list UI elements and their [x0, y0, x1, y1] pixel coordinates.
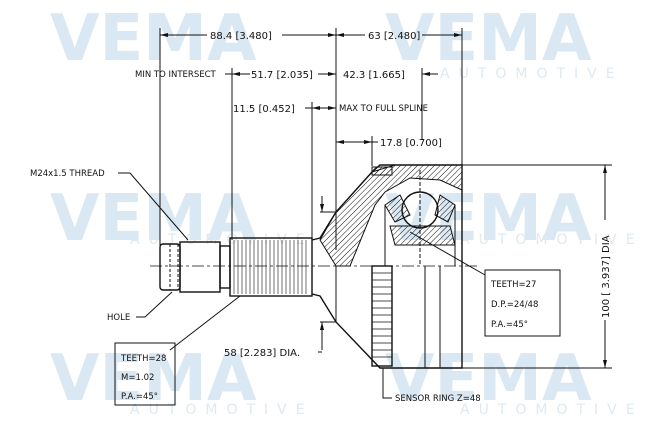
dim-bell-offset: 17.8 [0.700]: [380, 138, 442, 149]
svg-text:VEMA: VEMA: [50, 2, 257, 76]
svg-text:AUTOMOTIVE: AUTOMOTIVE: [460, 402, 644, 418]
inner-spline-spec-box: TEETH=27 D.P.=24/48 P.A.=45°: [484, 269, 561, 337]
sensor-ring: [371, 265, 393, 367]
dim-min-to-intersect: 51.7 [2.035]: [251, 70, 313, 81]
svg-text:VEMA: VEMA: [385, 2, 592, 76]
sensor-ring-label: SENSOR RING Z=48: [395, 394, 481, 404]
dim-overall-left: 88.4 [3.480]: [210, 31, 272, 42]
svg-text:AUTOMOTIVE: AUTOMOTIVE: [440, 66, 624, 82]
extension-lines: [159, 28, 612, 369]
dim-outer-dia: 100 [ 3.937] DIA: [601, 235, 612, 318]
svg-text:VEMA: VEMA: [50, 342, 257, 416]
dim-spline-offset: 11.5 [0.452]: [233, 104, 295, 115]
dimension-lines: [160, 33, 607, 368]
inner-teeth: TEETH=27: [490, 280, 536, 290]
dim-neck-dia: 58 [2.283] DIA.: [224, 348, 300, 359]
max-to-full-spline-label: MAX TO FULL SPLINE: [339, 104, 428, 114]
outer-pressure-angle: P.A.=45°: [121, 392, 158, 402]
watermark: VEMA VEMA AUTOMOTIVE VEMA VEMA AUTOMOTIV…: [50, 2, 644, 418]
svg-text:AUTOMOTIVE: AUTOMOTIVE: [130, 402, 314, 418]
leader-lines: [118, 172, 486, 399]
inner-dp: D.P.=24/48: [491, 300, 538, 310]
hole-label: HOLE: [107, 313, 130, 323]
cv-joint-body: [150, 164, 480, 369]
dim-overall-right: 63 [2.480]: [368, 31, 420, 42]
dim-right-inner: 42.3 [1.665]: [343, 70, 405, 81]
svg-text:VEMA: VEMA: [50, 182, 257, 256]
svg-text:AUTOMOTIVE: AUTOMOTIVE: [460, 232, 644, 248]
outer-spline-spec-box: TEETH=28 M=1.02 P.A.=45°: [114, 342, 176, 406]
svg-text:VEMA: VEMA: [385, 342, 592, 416]
inner-pressure-angle: P.A.=45°: [491, 320, 528, 330]
outer-teeth: TEETH=28: [120, 354, 166, 364]
min-to-intersect-label: MIN TO INTERSECT: [135, 70, 217, 80]
outer-module: M=1.02: [121, 373, 154, 383]
spline-shaft: [229, 237, 313, 297]
thread-label: M24x1.5 THREAD: [30, 169, 105, 179]
